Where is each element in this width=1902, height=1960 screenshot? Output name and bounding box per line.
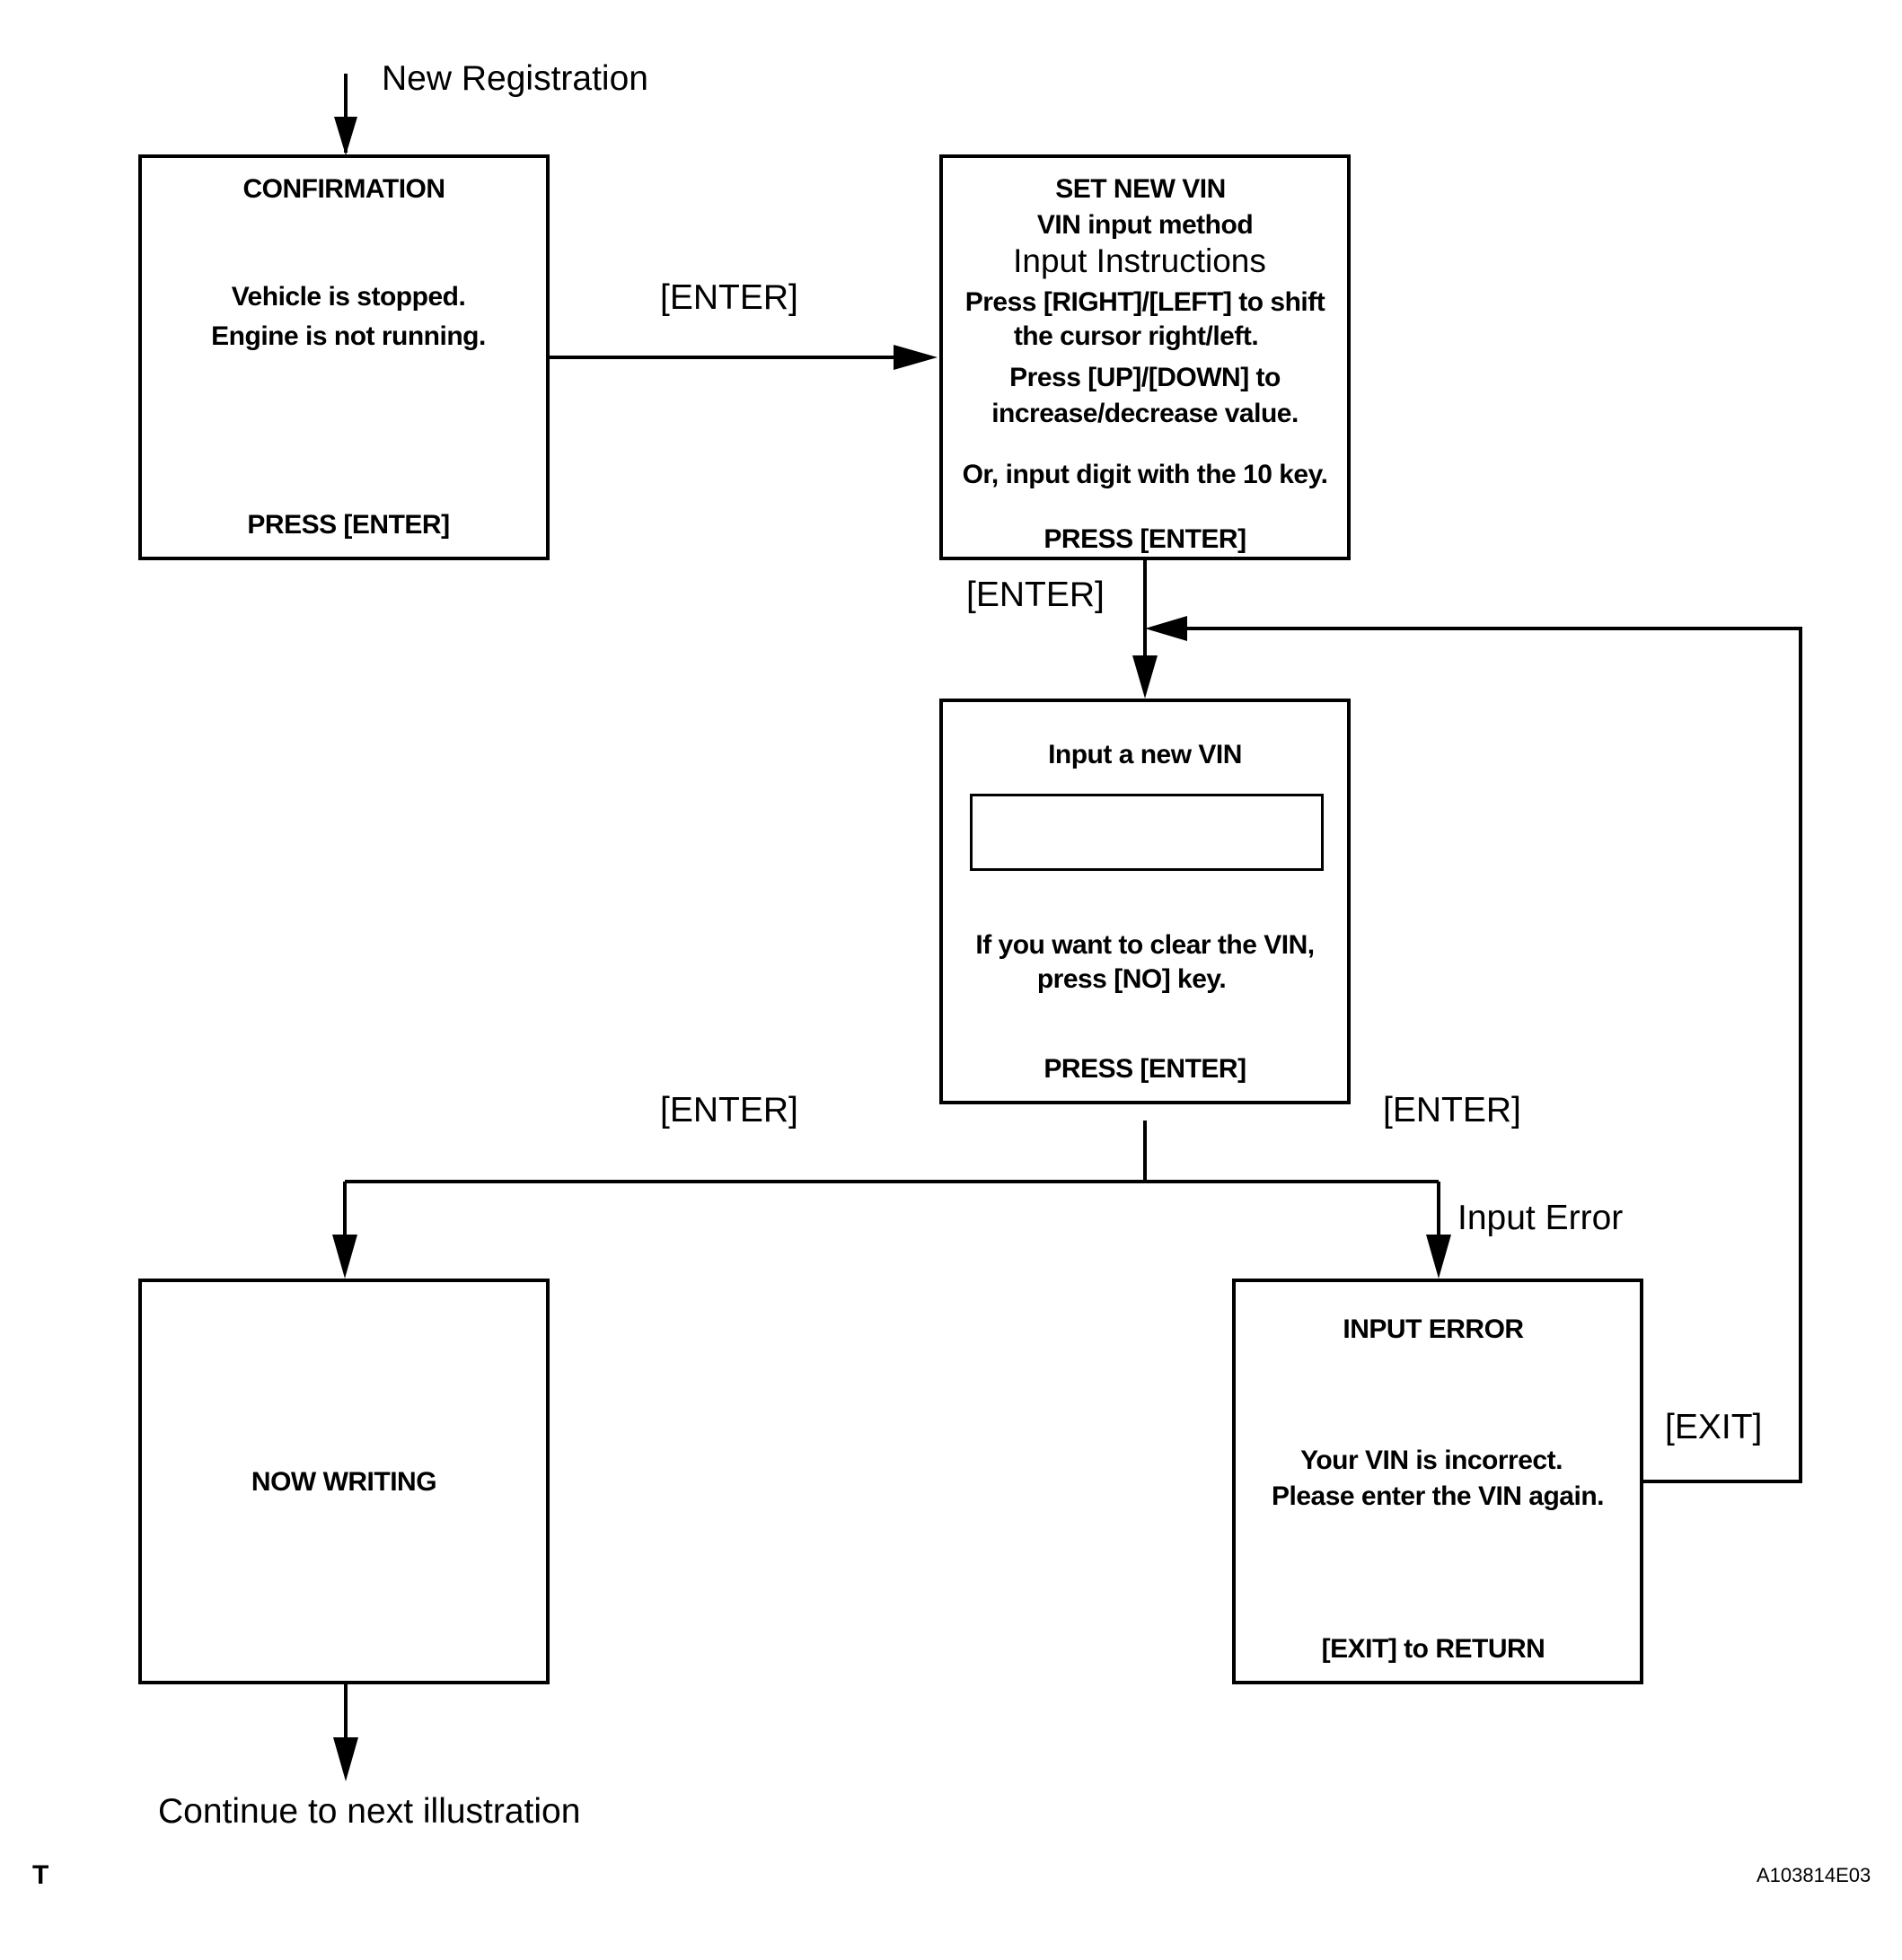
now-writing-title: NOW WRITING: [251, 1467, 437, 1497]
input-vin-line-2: press [NO] key.: [1036, 964, 1227, 994]
input-error-title: INPUT ERROR: [1343, 1314, 1524, 1344]
input-vin-title: Input a new VIN: [1048, 740, 1242, 769]
input-error-footer: [EXIT] to RETURN: [1321, 1634, 1545, 1664]
entry-arrowhead: [334, 117, 357, 155]
edge-label-input-error: Input Error: [1457, 1199, 1624, 1237]
arrowhead-setvin: [894, 345, 938, 370]
edge-label-exit: [EXIT]: [1665, 1408, 1763, 1446]
set-new-vin-subtitle: VIN input method: [1036, 210, 1254, 240]
arrowhead-continue: [333, 1737, 358, 1781]
instruction-line-5: Or, input digit with the 10 key.: [962, 460, 1328, 489]
continue-label: Continue to next illustration: [158, 1792, 581, 1831]
set-new-vin-footer: PRESS [ENTER]: [1043, 524, 1246, 554]
vin-input-field[interactable]: [970, 794, 1324, 871]
confirmation-title: CONFIRMATION: [242, 174, 445, 204]
confirmation-footer: PRESS [ENTER]: [247, 510, 450, 540]
input-vin-footer: PRESS [ENTER]: [1043, 1054, 1246, 1084]
arrowhead-error: [1426, 1235, 1451, 1279]
input-vin-line-1: If you want to clear the VIN,: [975, 930, 1315, 960]
arrowhead-input: [1132, 655, 1158, 699]
input-error-line-1: Your VIN is incorrect.: [1300, 1446, 1563, 1475]
edge-label-enter-left: [ENTER]: [660, 1091, 798, 1129]
arrowhead-loop: [1145, 616, 1187, 641]
edge-label-enter-2: [ENTER]: [966, 576, 1105, 614]
input-error-box: INPUT ERROR Your VIN is incorrect. Pleas…: [1232, 1279, 1643, 1684]
set-new-vin-title: SET NEW VIN: [1055, 174, 1226, 204]
instruction-line-1: Press [RIGHT]/[LEFT] to shift: [964, 287, 1325, 317]
arrowhead-writing: [332, 1235, 357, 1279]
now-writing-box: NOW WRITING: [138, 1279, 550, 1684]
input-instructions-heading: Input Instructions: [1013, 242, 1266, 279]
confirmation-line-1: Vehicle is stopped.: [231, 282, 466, 312]
instruction-line-2: the cursor right/left.: [1013, 321, 1259, 351]
exit-loop: [1154, 627, 1802, 1483]
figure-id: A103814E03: [1757, 1864, 1871, 1886]
input-vin-box: Input a new VIN If you want to clear the…: [939, 699, 1351, 1104]
input-error-line-2: Please enter the VIN again.: [1272, 1481, 1604, 1511]
confirmation-box: CONFIRMATION Vehicle is stopped. Engine …: [138, 154, 550, 560]
new-registration-label: New Registration: [382, 59, 648, 98]
instruction-line-3: Press [UP]/[DOWN] to: [1009, 363, 1281, 392]
set-new-vin-box: SET NEW VIN VIN input method Input Instr…: [939, 154, 1351, 560]
corner-mark: T: [32, 1860, 49, 1890]
edge-label-enter-right: [ENTER]: [1383, 1091, 1521, 1129]
edge-label-enter-1: [ENTER]: [660, 278, 798, 317]
instruction-line-4: increase/decrease value.: [991, 399, 1299, 428]
confirmation-line-2: Engine is not running.: [211, 321, 486, 351]
